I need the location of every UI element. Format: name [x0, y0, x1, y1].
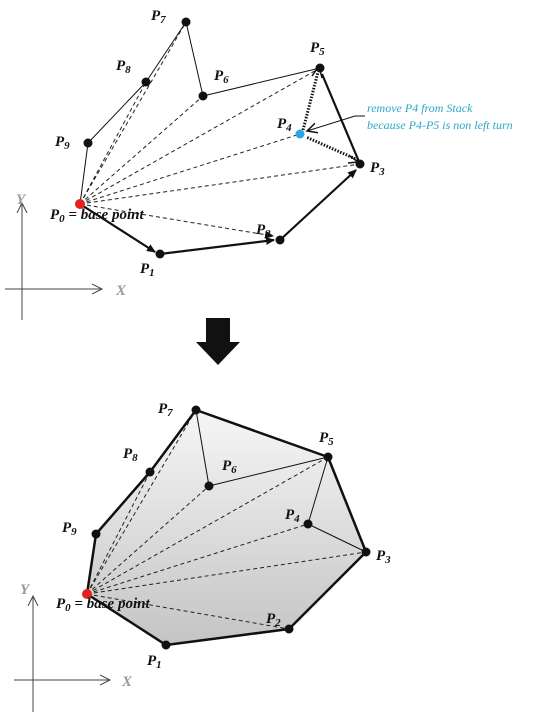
b-edge-p7-p6	[195, 409, 210, 487]
b-edge-p6-p5	[208, 456, 329, 487]
top-x-axis-label: X	[115, 283, 127, 299]
b-point-p9	[91, 529, 101, 539]
note-pointer-arrow	[307, 115, 365, 131]
b-label-p1: P1	[147, 653, 162, 671]
point-p0-base	[75, 199, 85, 209]
ray-p0-p5	[79, 67, 321, 205]
top-axes: Y X	[5, 192, 127, 320]
top-thin-edges	[79, 21, 321, 205]
ray-p0-p7	[79, 21, 187, 205]
edge-p8-p7	[145, 21, 187, 83]
edge-p2-p3	[279, 169, 357, 241]
b-label-p8: P8	[123, 446, 138, 464]
point-p1	[155, 249, 165, 259]
point-p2	[275, 235, 285, 245]
b-label-p0-base: P0 = base point	[56, 596, 150, 614]
b-point-p6	[204, 481, 214, 491]
top-points	[75, 17, 365, 259]
b-label-p3: P3	[376, 548, 391, 566]
b-point-p1	[161, 640, 171, 650]
point-p8	[141, 77, 151, 87]
bottom-points	[82, 405, 371, 650]
edge-p3-p5	[320, 73, 362, 165]
b-point-p8	[145, 467, 155, 477]
down-arrow-icon	[196, 318, 240, 365]
point-p6	[198, 91, 208, 101]
label-p8: P8	[116, 58, 131, 76]
ray-p0-p4	[79, 133, 301, 205]
b-ray-p0-p7	[86, 409, 197, 595]
label-p0-base: P0 = base point	[50, 207, 144, 225]
edge-p6-p5	[202, 67, 321, 97]
bottom-x-axis-label: X	[121, 674, 133, 690]
point-p3	[355, 159, 365, 169]
edge-p0-p1	[79, 203, 156, 253]
label-p6: P6	[214, 68, 229, 86]
top-y-axis-label: Y	[16, 192, 27, 208]
bottom-axes: Y X	[14, 582, 133, 712]
point-p5	[315, 63, 325, 73]
b-point-p3	[361, 547, 371, 557]
point-p7	[181, 17, 191, 27]
top-thick-edges	[79, 73, 362, 256]
label-p7: P7	[151, 8, 166, 26]
b-edge-p5-p4	[307, 456, 329, 525]
b-label-p9: P9	[62, 520, 77, 538]
top-labels: P7 P8 P6 P5 P4 P3 P2 P1 P9 P0 = base poi…	[50, 8, 513, 279]
note-line-2: because P4-P5 is non left turn	[367, 118, 513, 132]
b-label-p2: P2	[266, 611, 281, 629]
edge-p4-p5-dotted	[301, 71, 320, 131]
edge-p1-p2	[159, 237, 275, 256]
edge-p7-p6	[185, 21, 204, 97]
label-p2: P2	[256, 222, 271, 240]
label-p9: P9	[55, 134, 70, 152]
point-p9	[83, 138, 93, 148]
ray-p0-p8	[79, 81, 147, 205]
top-diagram: P7 P8 P6 P5 P4 P3 P2 P1 P9 P0 = base poi…	[5, 8, 513, 320]
b-point-p0-base	[82, 589, 92, 599]
point-p4-removed	[295, 129, 305, 139]
bottom-dashed-rays	[86, 409, 367, 630]
note-line-1: remove P4 from Stack	[367, 101, 473, 115]
b-edge-p4-p3	[307, 523, 367, 553]
b-ray-p0-p5	[86, 456, 329, 595]
b-ray-p0-p6	[86, 485, 210, 595]
top-dashed-rays	[79, 21, 361, 239]
b-label-p5: P5	[319, 430, 334, 448]
b-ray-p0-p2	[86, 593, 290, 630]
b-ray-p0-p4	[86, 523, 309, 595]
b-label-p4: P4	[285, 507, 300, 525]
ray-p0-p3	[79, 163, 361, 205]
label-p3: P3	[370, 160, 385, 178]
label-p5: P5	[310, 40, 325, 58]
b-point-p4	[303, 519, 313, 529]
label-p1: P1	[140, 261, 155, 279]
top-dotted-edges	[301, 71, 359, 162]
bottom-labels: P7 P8 P6 P5 P4 P3 P2 P1 P9 P0 = base poi…	[56, 401, 391, 671]
b-point-p2	[284, 624, 294, 634]
ray-p0-p2	[79, 203, 274, 239]
b-label-p7: P7	[158, 401, 173, 419]
bottom-y-axis-label: Y	[20, 582, 31, 598]
b-point-p5	[323, 452, 333, 462]
label-p4: P4	[277, 116, 292, 134]
bottom-inner-edges	[195, 409, 367, 553]
b-label-p6: P6	[222, 458, 237, 476]
edge-p9-p8	[87, 81, 147, 144]
edge-p3-p4-dotted	[305, 135, 359, 162]
bottom-diagram: P7 P8 P6 P5 P4 P3 P2 P1 P9 P0 = base poi…	[14, 401, 391, 712]
b-ray-p0-p3	[86, 551, 367, 595]
ray-p0-p6	[79, 95, 204, 205]
edge-p0-p9	[79, 142, 89, 205]
b-point-p7	[191, 405, 201, 415]
b-ray-p0-p8	[86, 471, 151, 595]
